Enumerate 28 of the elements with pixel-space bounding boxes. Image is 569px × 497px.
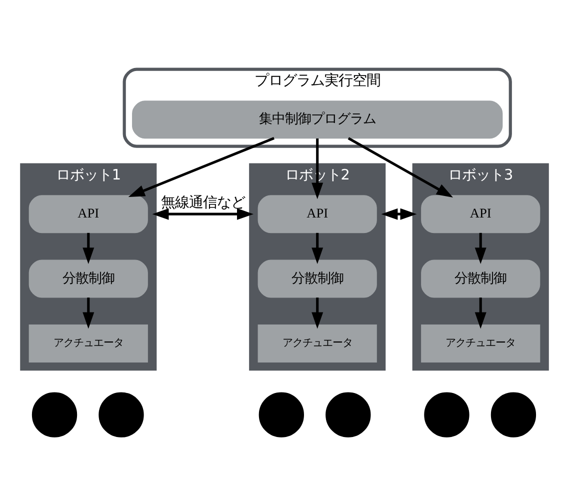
arrow [474,232,486,264]
arrow [82,232,94,264]
node-box: API [258,194,377,233]
node-circle [32,392,78,437]
arrow [82,297,94,328]
arrow [128,136,274,196]
arrow [312,232,324,264]
node-circle [424,392,470,437]
node-box: API [28,194,148,233]
arrow [152,208,254,220]
node-circle [490,392,536,437]
node-circle [98,392,144,437]
arrow [381,208,417,220]
edge-label: 無線通信など [160,194,245,211]
node-box: アクチュエータ [421,324,540,362]
node-box: API [421,194,540,233]
node-circle [326,392,371,437]
arrow [312,297,324,328]
arrow [348,136,453,197]
node-box: アクチュエータ [258,324,377,362]
node-box: 分散制御 [28,259,148,298]
node-box: 分散制御 [258,259,377,298]
node-box: 集中制御プログラム [132,100,503,138]
node-circle [258,392,304,437]
node-box: 分散制御 [421,259,540,298]
arrow [312,138,324,199]
arrow [474,297,486,328]
node-box: アクチュエータ [28,324,148,362]
